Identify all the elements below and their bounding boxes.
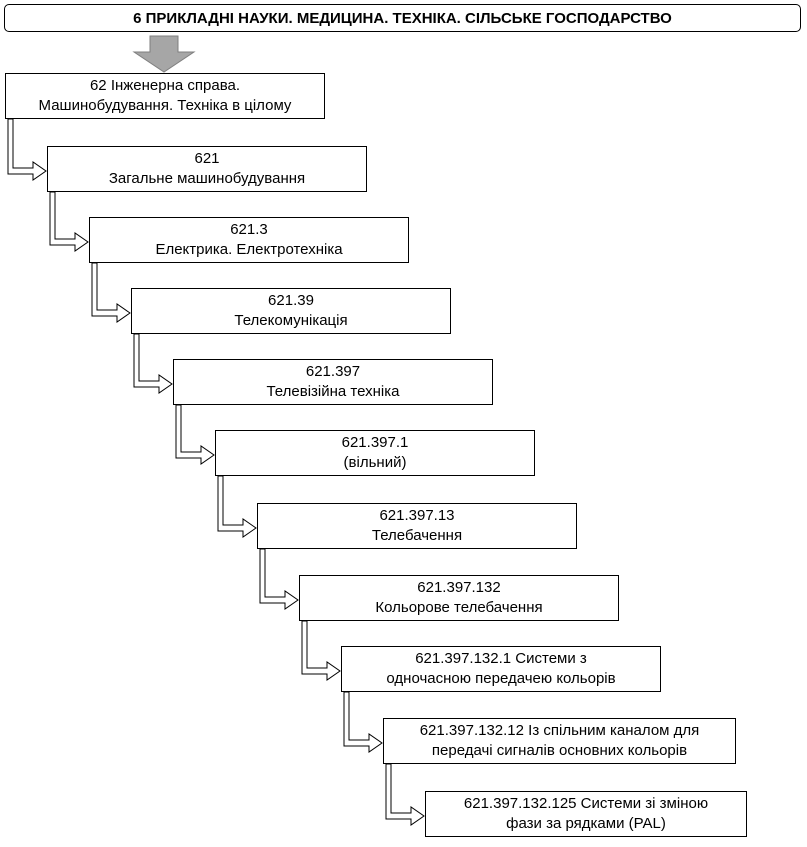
node-621-397-132-1: 621.397.132.1 Системи з одночасною перед… <box>341 646 661 692</box>
node-621-397-132-12: 621.397.132.12 Із спільним каналом для п… <box>383 718 736 764</box>
node-621-3: 621.3 Електрика. Електротехніка <box>89 217 409 263</box>
node-621-39-code-line: 621.39 <box>268 292 314 309</box>
node-621-397-13: 621.397.13 Телебачення <box>257 503 577 549</box>
node-621-397-13-code-line: 621.397.13 <box>379 507 455 524</box>
node-621: 621 Загальне машинобудування <box>47 146 367 192</box>
node-621-39-label-line: Телекомунікація <box>234 312 348 329</box>
connector-arrow <box>217 475 257 538</box>
node-621-397-132-1-code-line: 621.397.132.1 Системи з <box>415 650 587 667</box>
node-62-label-line: Машинобудування. Техніка в цілому <box>38 97 292 114</box>
node-621-label-line: Загальне машинобудування <box>108 170 306 187</box>
connector-arrow <box>133 333 173 394</box>
node-621-3-label-line: Електрика. Електротехніка <box>155 241 343 258</box>
node-621-397-132-12-code-line: 621.397.132.12 Із спільним каналом для <box>419 722 700 739</box>
connector-arrow <box>91 262 131 323</box>
node-621-397-1-label-line: (вільний) <box>343 454 407 471</box>
connector-arrow <box>343 691 383 753</box>
diagram-title-text: 6 ПРИКЛАДНІ НАУКИ. МЕДИЦИНА. ТЕХНІКА. СІ… <box>133 9 672 27</box>
connector-arrow <box>385 763 425 826</box>
connector-arrow <box>259 548 299 610</box>
node-62: 62 Інженерна справа. Машинобудування. Те… <box>5 73 325 119</box>
connector-arrow <box>175 404 215 465</box>
node-621-397-132-125-code-line: 621.397.132.125 Системи зі зміною <box>463 795 709 812</box>
node-621-397-13-label-line: Телебачення <box>371 527 463 544</box>
connector-arrow <box>301 620 341 681</box>
node-621-397-132-125-label-line: фази за рядками (PAL) <box>506 815 666 832</box>
connector-arrow <box>49 191 89 252</box>
diagram-title: 6 ПРИКЛАДНІ НАУКИ. МЕДИЦИНА. ТЕХНІКА. СІ… <box>4 4 801 32</box>
node-621-397-132-125: 621.397.132.125 Системи зі зміною фази з… <box>425 791 747 837</box>
node-621-397-132-label-line: Кольорове телебачення <box>375 599 543 616</box>
node-621-397-1: 621.397.1 (вільний) <box>215 430 535 476</box>
node-621-397-132-12-label-line: передачі сигналів основних кольорів <box>431 742 688 759</box>
node-621-397-132-code-line: 621.397.132 <box>417 579 501 596</box>
hierarchy-arrows <box>7 118 425 826</box>
node-621-397-132: 621.397.132 Кольорове телебачення <box>299 575 619 621</box>
node-621-397-label-line: Телевізійна техніка <box>266 383 400 400</box>
node-621-39: 621.39 Телекомунікація <box>131 288 451 334</box>
node-621-397-1-code-line: 621.397.1 <box>341 434 409 451</box>
node-621-397: 621.397 Телевізійна техніка <box>173 359 493 405</box>
node-621-397-code-line: 621.397 <box>305 363 361 380</box>
node-621-397-132-1-label-line: одночасною передачею кольорів <box>386 670 616 687</box>
main-down-arrow <box>132 35 196 73</box>
node-62-code-line: 62 Інженерна справа. <box>89 77 241 94</box>
connector-arrow <box>7 118 47 181</box>
node-621-3-code-line: 621.3 <box>230 221 268 238</box>
node-621-code-line: 621 <box>194 150 220 167</box>
